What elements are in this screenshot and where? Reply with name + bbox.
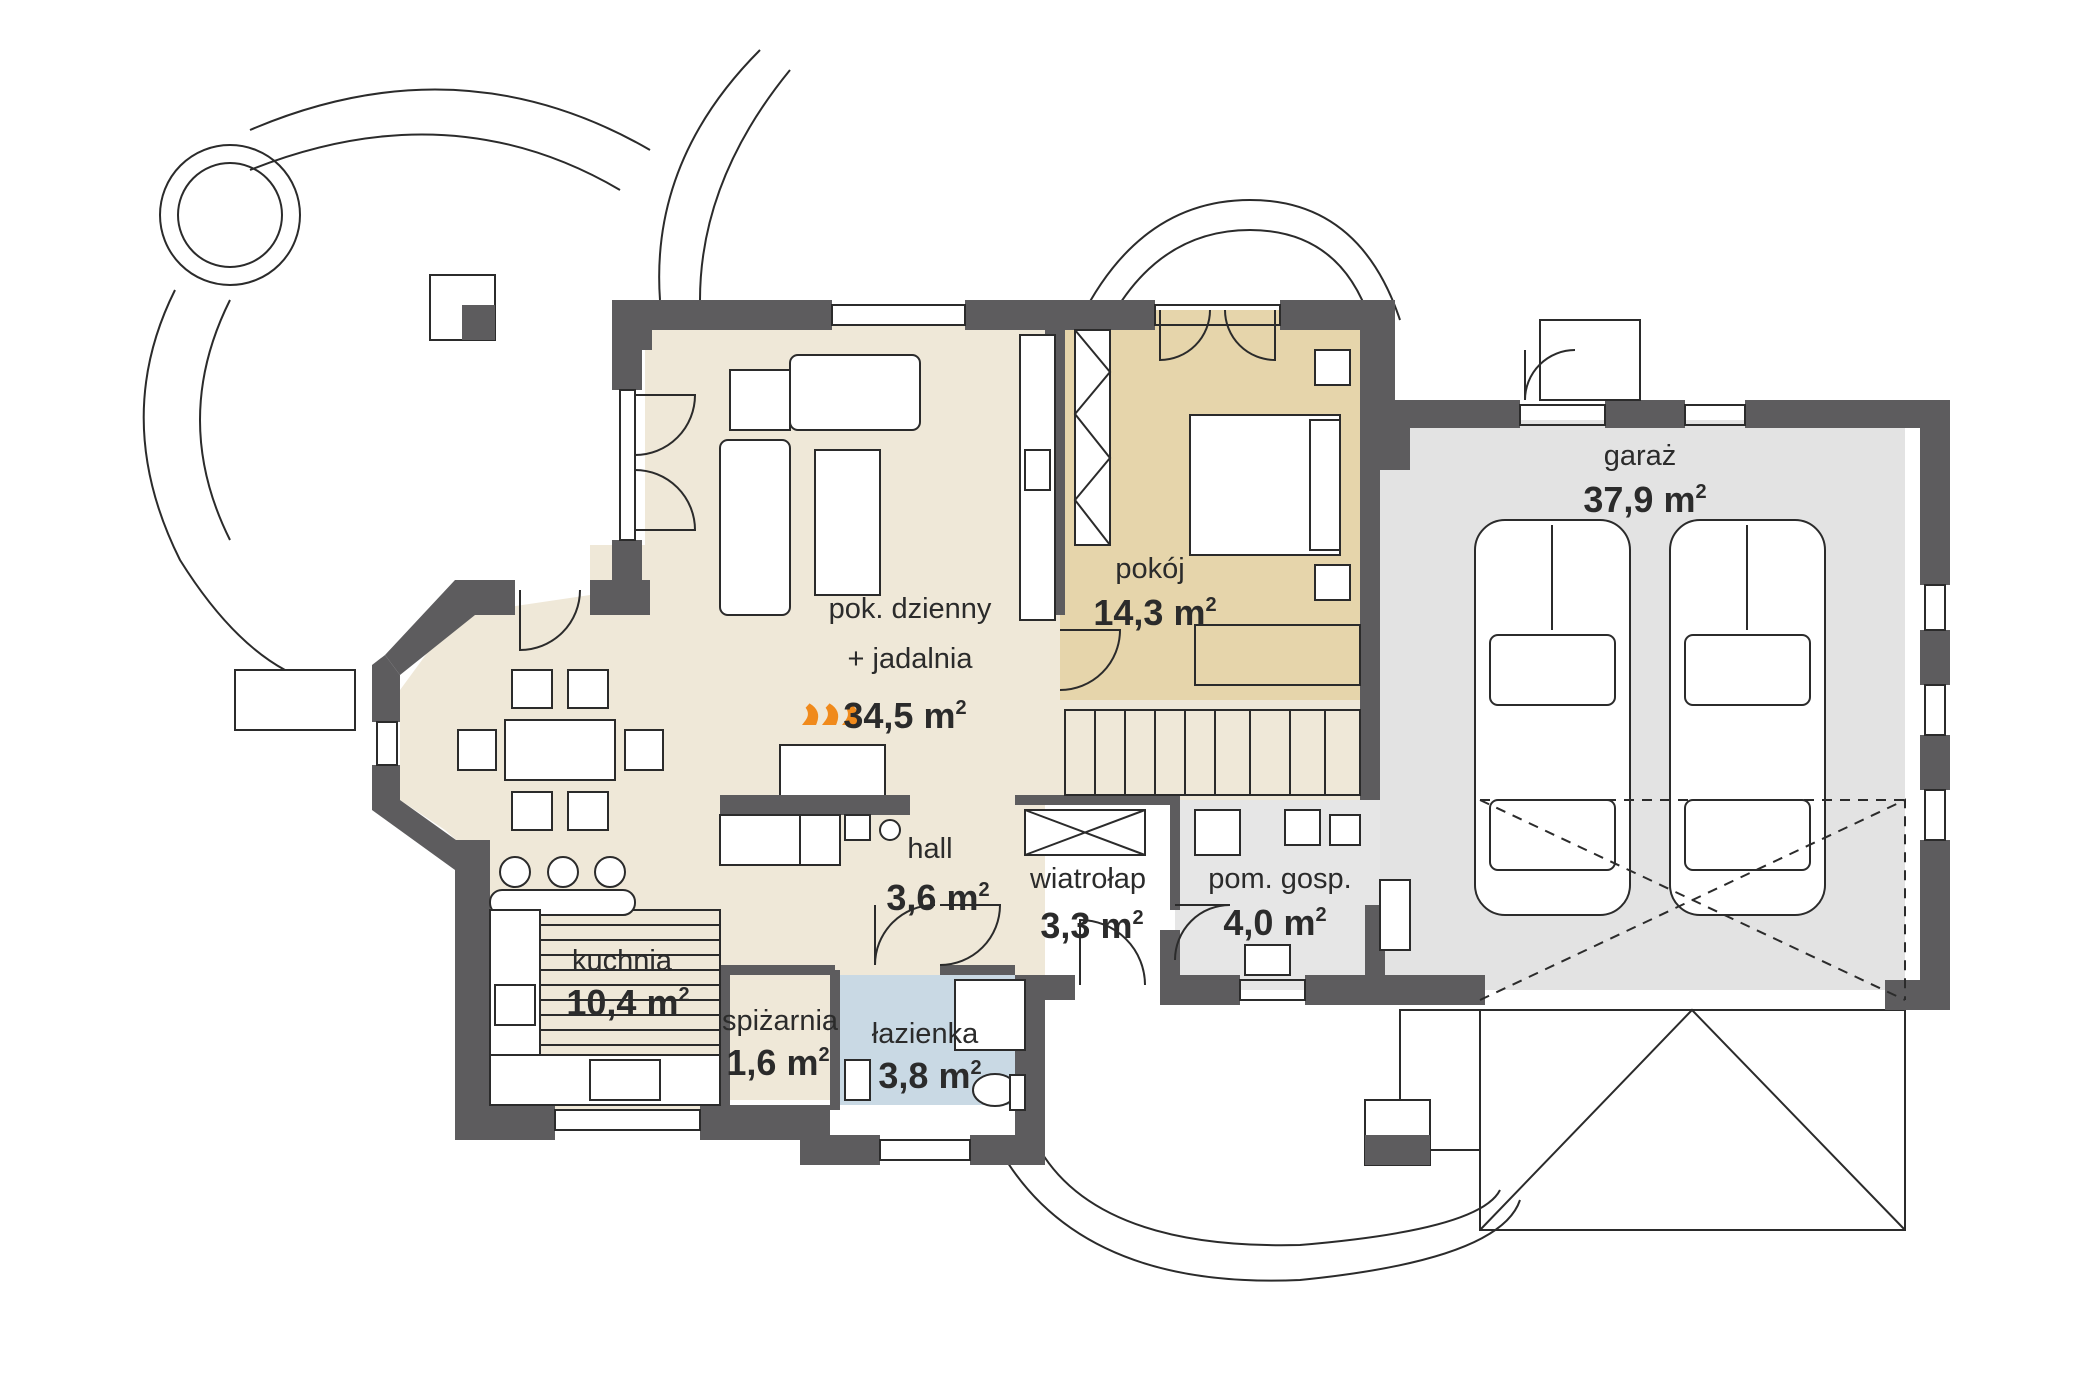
room-area: 3,6: [886, 877, 936, 918]
room-unit: m: [946, 877, 978, 918]
room-name: pokój: [1115, 553, 1184, 585]
room-name: hall: [907, 833, 952, 865]
room-name: łazienka: [872, 1018, 979, 1050]
room-unit-sup: 2: [818, 1044, 829, 1066]
room-area: 4,0: [1223, 902, 1273, 943]
room-area: 34,5: [843, 695, 913, 736]
room-unit: m: [1100, 905, 1132, 946]
svg-text:3,8 m2: 3,8 m2: [878, 1055, 981, 1096]
svg-text:37,9 m2: 37,9 m2: [1583, 479, 1706, 520]
boiler-icon: [1194, 809, 1411, 976]
car-icon: [1669, 519, 1826, 916]
room-area: 1,6: [726, 1042, 776, 1083]
room-unit-sup: 2: [1315, 904, 1326, 926]
room-unit-sup: 2: [1205, 594, 1216, 616]
room-name: spiżarnia: [722, 1005, 839, 1037]
sink-icon: [844, 1059, 871, 1101]
room-label-bedroom: pokój 14,3 m2: [1093, 553, 1216, 633]
room-unit: m: [646, 982, 678, 1023]
svg-text:10,4 m2: 10,4 m2: [566, 982, 689, 1023]
dining-table-icon: [457, 669, 664, 831]
room-unit-sup: 2: [978, 879, 989, 901]
closet-icon: [1024, 809, 1146, 856]
room-label-garage: garaż 37,9 m2: [1583, 440, 1706, 520]
bed-icon: [1189, 349, 1351, 601]
car-icon: [1474, 519, 1631, 916]
wardrobe-icon: [1073, 329, 1112, 546]
room-name: + jadalnia: [848, 643, 974, 675]
room-area: 10,4: [566, 982, 636, 1023]
room-unit-sup: 2: [970, 1057, 981, 1079]
svg-text:14,3 m2: 14,3 m2: [1093, 592, 1216, 633]
svg-text:34,5 m2: 34,5 m2: [843, 695, 966, 736]
room-label-bathroom: łazienka 3,8 m2: [872, 1018, 982, 1096]
garage-door-swing-lines: [1479, 798, 1906, 1001]
room-label-vestibule: wiatrołap 3,3 m2: [1029, 863, 1146, 946]
shower-icon: [954, 979, 1026, 1051]
room-unit-sup: 2: [1695, 481, 1706, 503]
windows: [376, 304, 1946, 1161]
chimney-icon: [1364, 1099, 1431, 1166]
room-area: 3,3: [1040, 905, 1090, 946]
room-name: garaż: [1604, 440, 1677, 472]
room-label-hall: hall 3,6 m2: [886, 833, 989, 918]
bookshelf-icon: [1019, 334, 1056, 621]
room-unit-sup: 2: [1132, 907, 1143, 929]
room-name: wiatrołap: [1029, 863, 1146, 895]
fireplace-icon: [779, 703, 886, 801]
room-label-living: pok. dzienny + jadalnia 34,5 m2: [829, 593, 992, 736]
chimney-icon: [429, 274, 496, 341]
room-unit: m: [1283, 902, 1315, 943]
room-area: 14,3: [1093, 592, 1163, 633]
room-area: 3,8: [878, 1055, 928, 1096]
kitchen-island-icon: [719, 795, 910, 866]
stairs-icon: [1064, 624, 1361, 796]
room-area: 37,9: [1583, 479, 1653, 520]
room-label-kitchen: kuchnia 10,4 m2: [566, 945, 689, 1023]
room-label-pantry: spiżarnia 1,6 m2: [722, 1005, 839, 1083]
terrace-arcs: [142, 49, 1906, 1282]
room-name: pok. dzienny: [829, 593, 992, 625]
room-label-utility: pom. gosp. 4,0 m2: [1208, 863, 1351, 943]
room-unit-sup: 2: [678, 984, 689, 1006]
room-unit: m: [1173, 592, 1205, 633]
svg-text:3,3 m2: 3,3 m2: [1040, 905, 1143, 946]
svg-text:4,0 m2: 4,0 m2: [1223, 902, 1326, 943]
sofa-icon: [719, 354, 921, 616]
room-name: pom. gosp.: [1208, 863, 1351, 895]
svg-text:3,6 m2: 3,6 m2: [886, 877, 989, 918]
doors: [519, 309, 1641, 986]
room-unit: m: [786, 1042, 818, 1083]
room-unit: m: [1663, 479, 1695, 520]
room-unit: m: [923, 695, 955, 736]
kitchen-counter-icon: [489, 909, 721, 1106]
room-unit: m: [938, 1055, 970, 1096]
svg-text:1,6 m2: 1,6 m2: [726, 1042, 829, 1083]
room-name: kuchnia: [572, 945, 673, 977]
room-unit-sup: 2: [955, 697, 966, 719]
bar-stools-icon: [489, 856, 636, 916]
toilet-icon: [972, 1073, 1026, 1111]
